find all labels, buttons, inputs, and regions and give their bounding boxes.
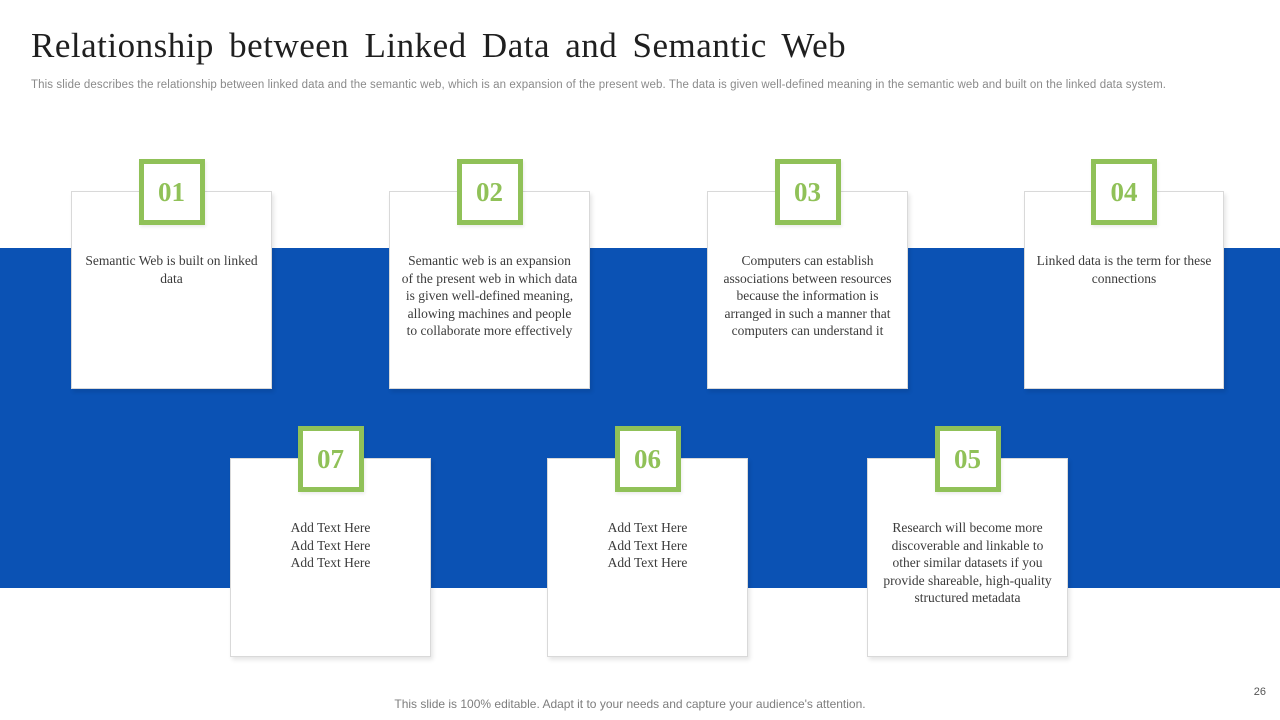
card-05-text: Research will become more discoverable a… bbox=[883, 520, 1052, 605]
slide-subtitle: This slide describes the relationship be… bbox=[31, 79, 1167, 91]
badge-number-label: 06 bbox=[634, 443, 661, 474]
footer-note: This slide is 100% editable. Adapt it to… bbox=[394, 697, 866, 711]
badge-number-label: 07 bbox=[317, 443, 344, 474]
number-badge-04: 04 bbox=[1091, 159, 1157, 225]
card-02: 02 Semantic web is an expansion of the p… bbox=[389, 159, 590, 389]
number-badge-07: 07 bbox=[297, 426, 364, 492]
card-07-text: Add Text Here Add Text Here Add Text Her… bbox=[290, 520, 371, 570]
number-badge-03: 03 bbox=[774, 159, 841, 225]
card-04: 04 Linked data is the term for these con… bbox=[1024, 159, 1224, 389]
card-03: 03 Computers can establish associations … bbox=[707, 159, 908, 389]
card-02-text: Semantic web is an expansion of the pres… bbox=[401, 253, 578, 338]
card-07: 07 Add Text Here Add Text Here Add Text … bbox=[230, 426, 431, 657]
card-06-text: Add Text Here Add Text Here Add Text Her… bbox=[607, 520, 688, 570]
number-badge-01: 01 bbox=[138, 159, 205, 225]
page-number: 26 bbox=[1253, 686, 1266, 698]
card-03-text: Computers can establish associations bet… bbox=[723, 253, 892, 338]
number-badge-06: 06 bbox=[614, 426, 681, 492]
number-badge-02: 02 bbox=[456, 159, 523, 225]
badge-number-label: 02 bbox=[476, 176, 503, 207]
badge-number-label: 01 bbox=[158, 176, 185, 207]
card-05: 05 Research will become more discoverabl… bbox=[867, 426, 1068, 657]
badge-number-label: 03 bbox=[794, 176, 821, 207]
card-06: 06 Add Text Here Add Text Here Add Text … bbox=[547, 426, 748, 657]
badge-number-label: 05 bbox=[954, 443, 981, 474]
slide-title: Relationship between Linked Data and Sem… bbox=[31, 26, 847, 65]
badge-number-label: 04 bbox=[1110, 176, 1138, 207]
card-01: 01 Semantic Web is built on linked data bbox=[71, 159, 272, 389]
card-04-text: Linked data is the term for these connec… bbox=[1036, 253, 1212, 286]
card-01-text: Semantic Web is built on linked data bbox=[85, 253, 258, 286]
number-badge-05: 05 bbox=[934, 426, 1001, 492]
